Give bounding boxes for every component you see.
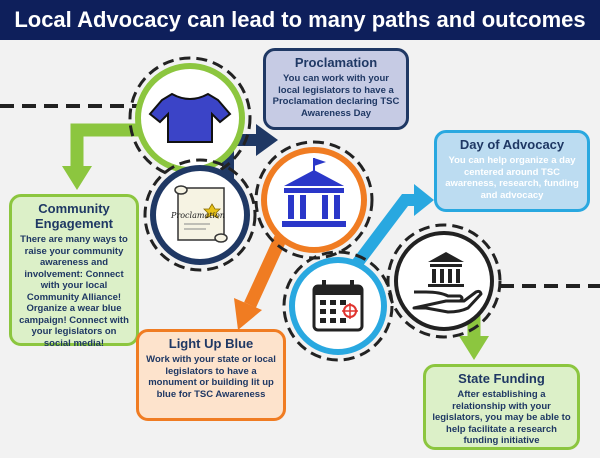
day-of-advocacy-text: You can help organize a day centered aro… [445,155,579,201]
light-up-blue-box: Light Up Blue Work with your state or lo… [136,329,286,421]
calendar-icon [312,280,364,332]
state-funding-box: State Funding After establishing a relat… [423,364,580,450]
hand-bank-icon [412,252,483,314]
proclamation-box: Proclamation You can work with your loca… [263,48,409,130]
day-of-advocacy-title: Day of Advocacy [459,137,565,152]
capitol-circle [254,140,374,260]
scroll-icon: Proclamation [170,185,228,243]
calendar-circle [282,250,394,362]
arrow-to-community [70,123,150,170]
day-of-advocacy-box: Day of Advocacy You can help organize a … [434,130,590,212]
state-funding-text: After establishing a relationship with y… [432,389,571,446]
proclamation-text: You can work with your local legislators… [272,73,400,119]
light-up-blue-title: Light Up Blue [168,336,254,351]
community-engagement-title: Community Engagement [34,201,113,231]
page-title: Local Advocacy can lead to many paths an… [0,0,600,40]
community-engagement-text: There are many ways to raise your commun… [19,234,129,349]
tshirt-icon [148,92,232,143]
arrow-to-community-head [62,166,92,190]
scroll-circle: Proclamation [143,158,257,272]
proclamation-title: Proclamation [294,55,378,70]
arrow-to-funding-head [459,336,489,360]
capitol-building-icon [282,158,346,227]
seal-icon [203,203,221,219]
scroll-label: Proclamation [170,211,225,220]
arrow-to-advocacy-head [414,184,434,216]
arrow-to-lightup-head [234,298,262,330]
light-up-blue-text: Work with your state or local legislator… [146,354,276,400]
funding-circle [386,223,502,339]
arrow-to-proclamation-head [256,124,278,156]
state-funding-title: State Funding [458,371,545,386]
community-engagement-box: Community Engagement There are many ways… [9,194,139,349]
arrow-to-advocacy [351,194,418,269]
